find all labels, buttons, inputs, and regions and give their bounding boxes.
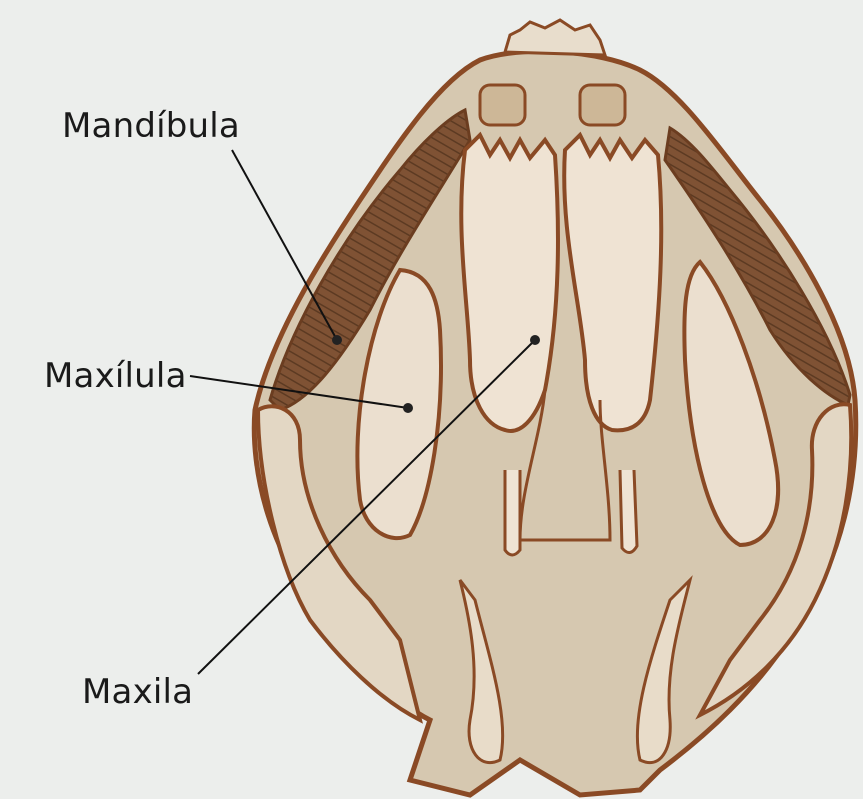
- mandibula-leader-line: [232, 150, 337, 340]
- maxila-point: [530, 335, 540, 345]
- right-tooth-block: [580, 85, 625, 125]
- right-palp: [620, 470, 637, 553]
- maxila-label: Maxila: [82, 672, 193, 712]
- top-fringe: [505, 20, 605, 55]
- left-tooth-block: [480, 85, 525, 125]
- maxilula-point: [403, 403, 413, 413]
- maxilula-label: Maxílula: [44, 356, 187, 396]
- mandibula-point: [332, 335, 342, 345]
- mandibula-label: Mandíbula: [62, 106, 240, 146]
- left-maxilla: [461, 135, 558, 431]
- left-palp: [505, 470, 520, 555]
